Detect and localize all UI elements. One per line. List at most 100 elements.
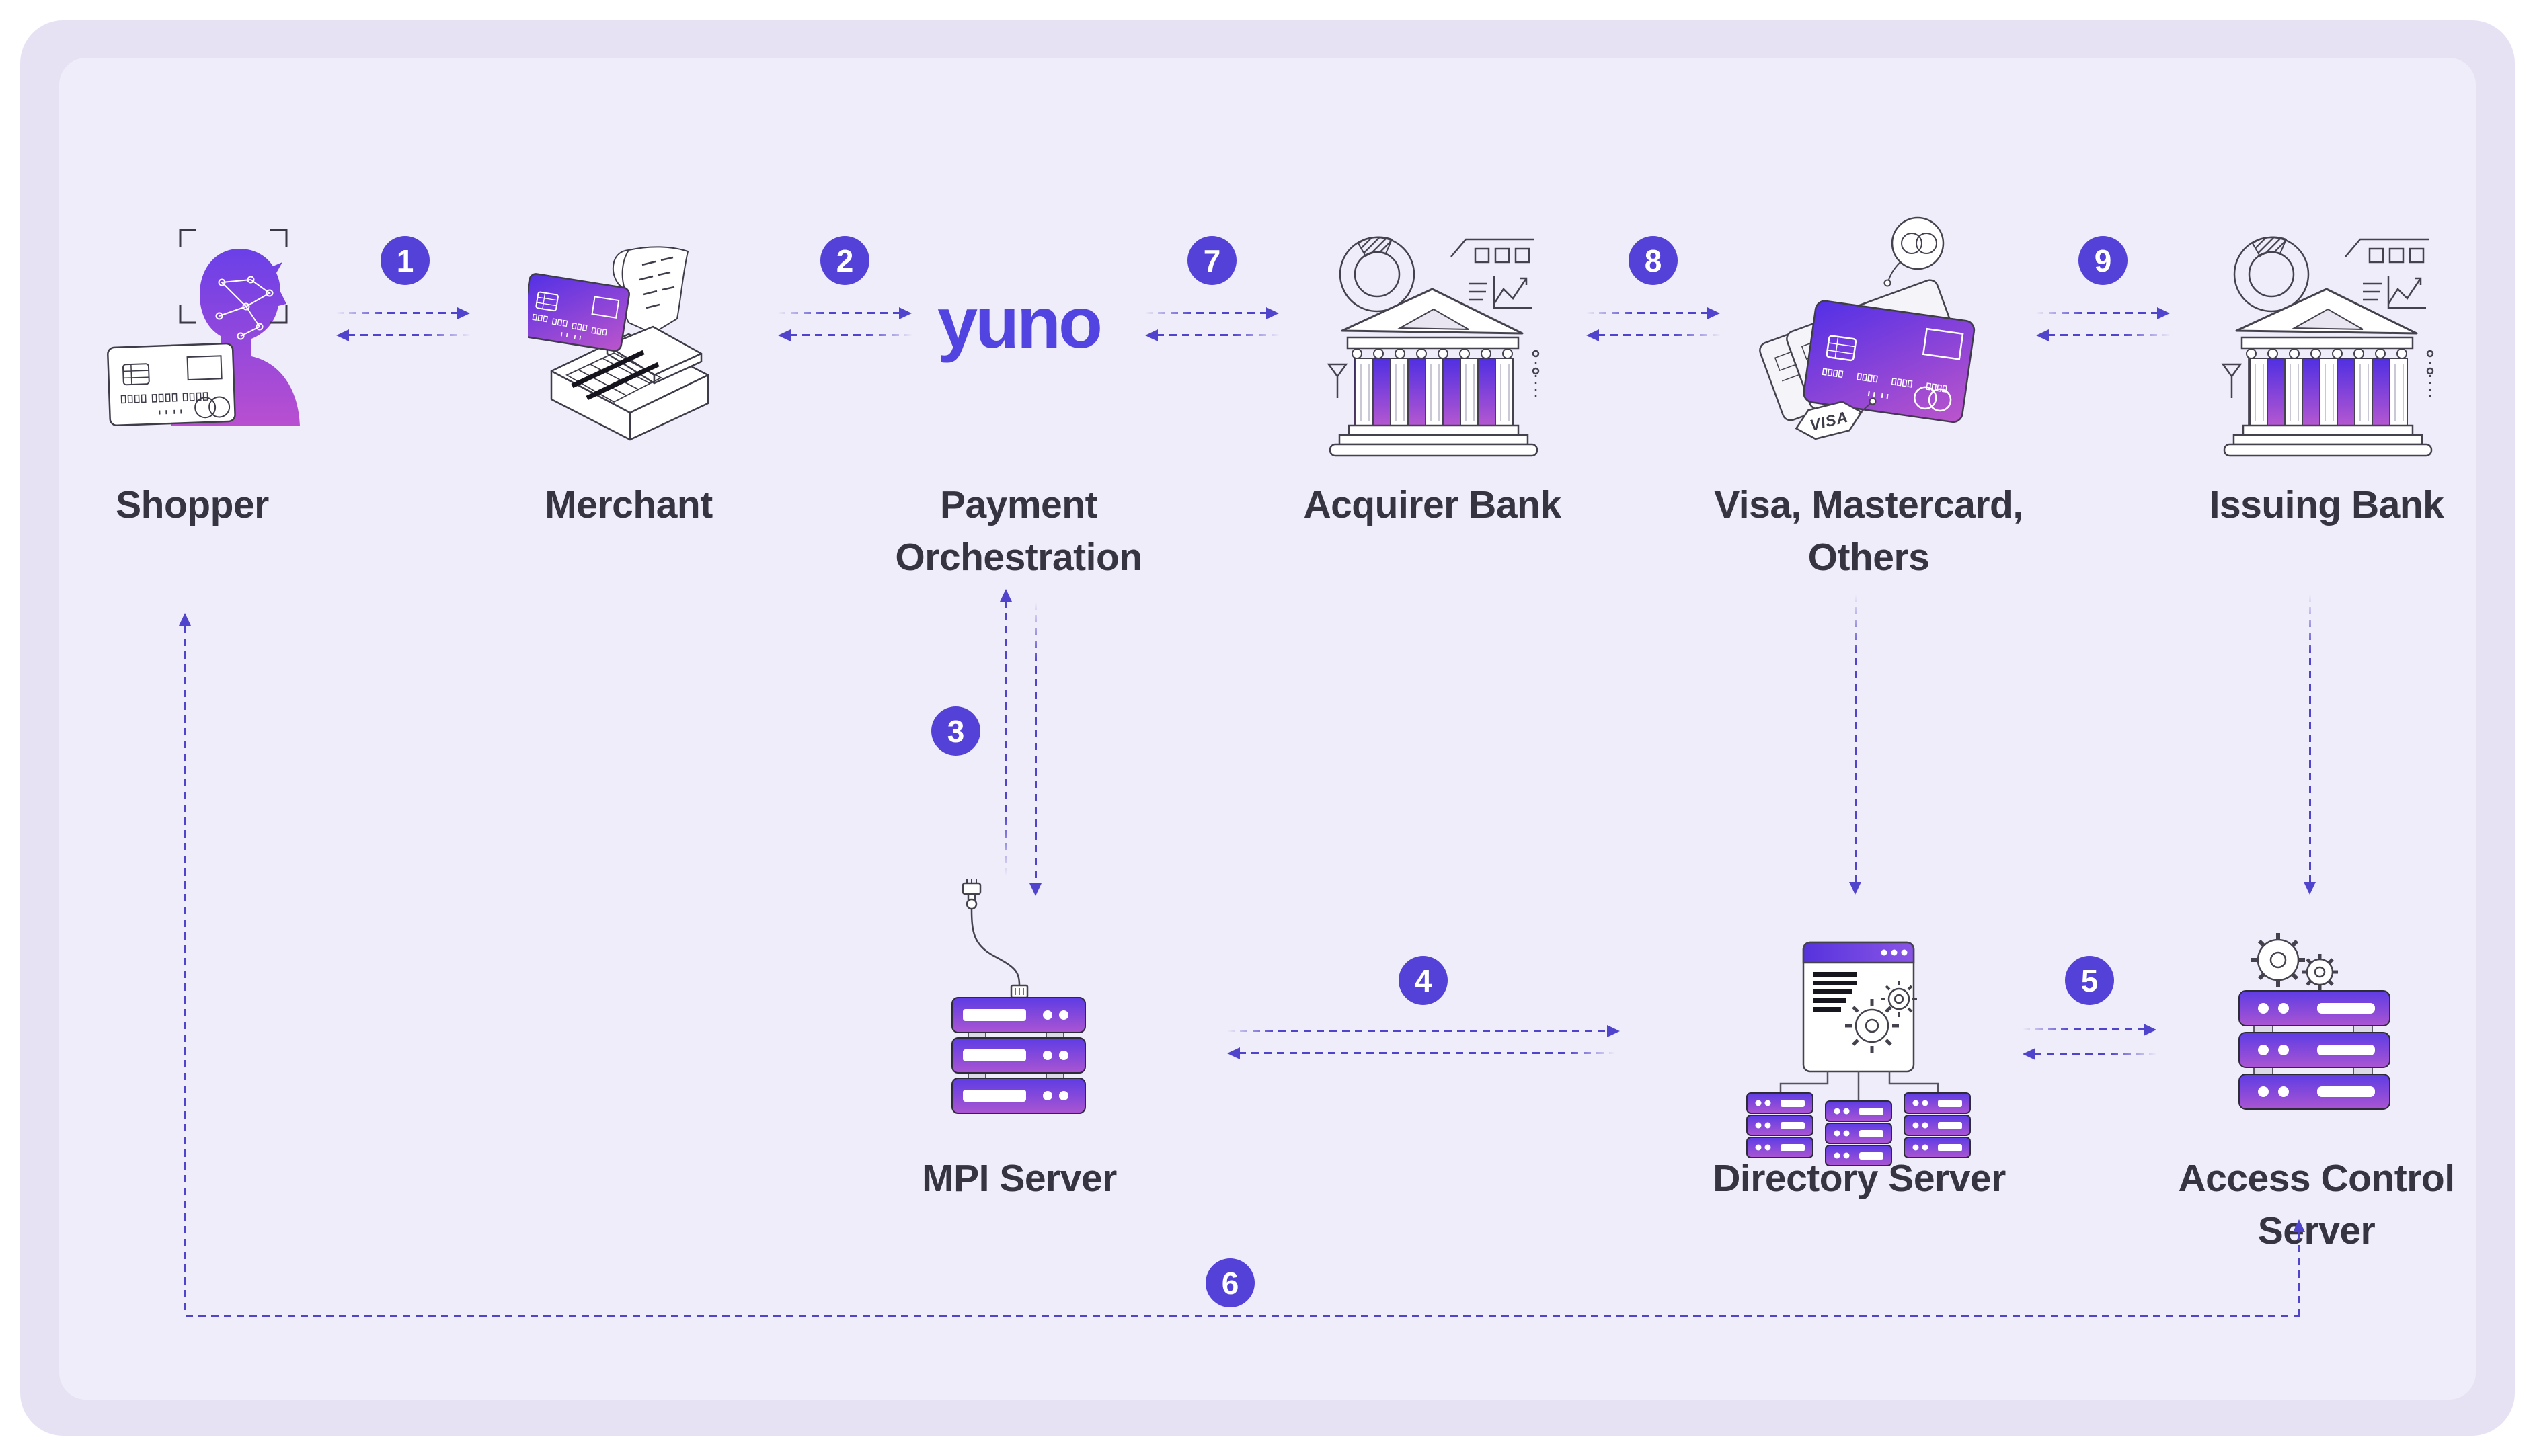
- donut-chart-icon: [1339, 236, 1415, 313]
- arrow-line-left: [2034, 1053, 2157, 1055]
- gear-icon: [2302, 954, 2338, 990]
- arrow-line-right: [1145, 312, 1266, 314]
- acquirer-bank-icon: [1327, 236, 1540, 457]
- networks-to-directory-arrow: [1848, 594, 1863, 897]
- flow-5-arrows: [2023, 1024, 2157, 1060]
- step-badge-9: 9: [2078, 236, 2128, 285]
- arrow-line-right: [336, 312, 457, 314]
- arrow-line-left: [1239, 1052, 1615, 1054]
- bank-decorations: [1327, 238, 1540, 398]
- flow-4-arrows: [1227, 1025, 1621, 1060]
- step-badge-1: 1: [381, 236, 430, 285]
- directory-server-icon: [1746, 941, 1971, 1166]
- arrowhead-left-icon: [1145, 329, 1158, 341]
- server-units: [951, 997, 1086, 1114]
- step-badge-5: 5: [2065, 956, 2114, 1005]
- arrowhead-up-icon: [1000, 589, 1012, 602]
- server-stack: [1746, 1092, 1814, 1158]
- access-control-server-label-line1: Access Control: [2178, 1157, 2455, 1200]
- rack-posts: [2253, 1024, 2373, 1076]
- payment-orchestration-label-line2: Orchestration: [895, 536, 1142, 579]
- merchant-card-icon: [528, 273, 630, 352]
- flow-2-arrows: [778, 307, 912, 342]
- access-control-server-icon: [2238, 933, 2390, 1110]
- bank-decorations: [2221, 238, 2434, 398]
- access-control-server-label: Access Control Server: [2178, 1152, 2455, 1257]
- issuing-bank-icon: [2221, 236, 2434, 457]
- issuing-bank-label: Issuing Bank: [2209, 483, 2444, 526]
- issuing-to-acs-arrow: [2302, 594, 2317, 897]
- bank-building: [1329, 288, 1538, 457]
- arrowhead-left-icon: [1586, 329, 1599, 341]
- rack-connector: [1010, 984, 1029, 999]
- arrow-line-right: [778, 312, 899, 314]
- step-badge-4: 4: [1399, 956, 1448, 1005]
- arrowhead-right-icon: [1607, 1025, 1620, 1037]
- cable: [970, 908, 1021, 986]
- visa-tag-icon: VISA: [1795, 397, 1877, 440]
- arrowhead-left-icon: [2036, 329, 2049, 341]
- donut-chart-icon: [2233, 236, 2310, 313]
- step-badge-2: 2: [820, 236, 869, 285]
- credit-card-icon: [107, 342, 236, 426]
- acquirer-bank-label: Acquirer Bank: [1303, 483, 1561, 526]
- merchant-label: Merchant: [545, 483, 713, 526]
- keypad-stripes: [571, 350, 660, 401]
- arrow-line-right: [2023, 1028, 2144, 1030]
- gear-icon: [2251, 933, 2305, 987]
- server-stack: [1904, 1092, 1971, 1158]
- card-networks-label-line1: Visa, Mastercard,: [1714, 483, 2023, 526]
- gear-icon: [1881, 981, 1917, 1017]
- face-mesh-icon: [215, 276, 274, 340]
- arrow-line-down: [1035, 602, 1037, 883]
- arrow-line-left: [789, 334, 912, 336]
- arrow-line-right: [1227, 1030, 1607, 1032]
- arrowhead-right-icon: [2157, 307, 2170, 319]
- shopper-face-scan-icon: [107, 229, 300, 426]
- browser-window-icon: [1802, 941, 1917, 1073]
- yuno-logo: yuno: [937, 282, 1103, 363]
- arrow-line-left: [1157, 334, 1280, 336]
- arrowhead-left-icon: [2023, 1048, 2035, 1060]
- directory-server-label: Directory Server: [1713, 1157, 2006, 1200]
- mastercard-bubble-icon: [1883, 216, 1945, 287]
- card-networks-label: Visa, Mastercard, Others: [1714, 479, 2023, 583]
- flow-1-arrows: [336, 307, 471, 342]
- card-networks-label-line2: Others: [1807, 536, 1930, 579]
- arrow-line-down: [2309, 594, 2311, 882]
- arrowhead-left-icon: [1227, 1047, 1240, 1059]
- bank-building: [2223, 288, 2433, 457]
- arrowhead-right-icon: [1266, 307, 1279, 319]
- flow-9-arrows: [2036, 307, 2171, 342]
- cluster-connectors: [1779, 1071, 1939, 1100]
- mpi-server-icon: [951, 879, 1086, 1114]
- scan-frame-icon: [179, 229, 288, 324]
- arrowhead-left-icon: [336, 329, 349, 341]
- terminal-body: [550, 325, 709, 441]
- step-badge-8: 8: [1629, 236, 1678, 285]
- server-units: [2238, 990, 2390, 1110]
- step-badge-3: 3: [931, 706, 980, 756]
- payment-orchestration-label: Payment Orchestration: [895, 479, 1142, 583]
- shopper-label: Shopper: [116, 483, 269, 526]
- front-card-icon: [1803, 300, 1976, 423]
- step-badge-7: 7: [1187, 236, 1237, 285]
- arrow-line-left: [348, 334, 471, 336]
- server-stack: [1825, 1100, 1892, 1166]
- server-clusters: [1746, 1092, 1971, 1166]
- flow-3-arrows: [1000, 589, 1047, 898]
- gear-icon: [1845, 999, 1899, 1053]
- arrowhead-right-icon: [1707, 307, 1720, 319]
- plug-icon: [962, 879, 982, 910]
- merchant-pos-terminal-icon: [528, 246, 709, 441]
- access-control-server-label-line2: Server: [2257, 1209, 2376, 1252]
- inner-panel: [59, 58, 2476, 1400]
- payment-orchestration-label-line1: Payment: [939, 483, 1098, 526]
- arrow-line-left: [2048, 334, 2171, 336]
- step-badge-6: 6: [1206, 1258, 1255, 1307]
- arrowhead-right-icon: [2144, 1024, 2156, 1036]
- flow-7-arrows: [1145, 307, 1280, 342]
- arrowhead-left-icon: [778, 329, 791, 341]
- arrow-line-left: [1598, 334, 1721, 336]
